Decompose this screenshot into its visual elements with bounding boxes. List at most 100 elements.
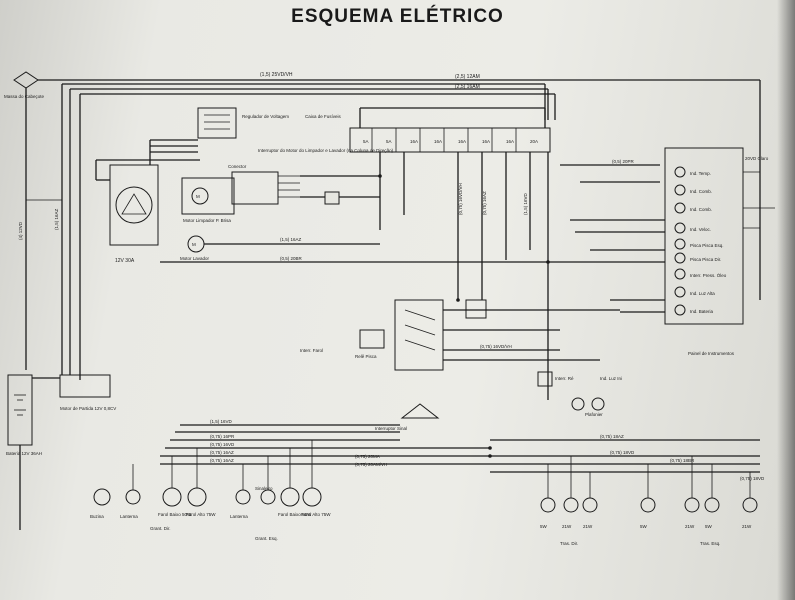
farol-alto-label-r: Farol Alto 75W: [186, 512, 216, 517]
reverse-switch: [537, 371, 553, 387]
fuse-7: 16A: [506, 139, 514, 144]
high-beam-r: [187, 487, 207, 507]
front-marker-l: [235, 489, 251, 505]
interr-farol-label: Interr. Farol: [300, 348, 323, 353]
wire-label-v1: (0,75) 16VD/VH: [458, 183, 463, 215]
rele-pisca-label: Relê Pisca: [355, 354, 377, 359]
rating-1: 5W: [540, 524, 548, 529]
wiper-switch-label: Interruptor do Motor do Limpador e Lavad…: [258, 148, 394, 153]
wire-label-central: (0,75) 16VD/VH: [480, 344, 512, 349]
diagram-title: ESQUEMA ELÉTRICO: [291, 6, 504, 27]
wire-label-b: (2,5) 12AM: [455, 74, 480, 80]
rating-4: 5W: [640, 524, 648, 529]
interruptor-sinal-label: Interruptor Sinal: [375, 426, 407, 431]
starter-motor: [59, 374, 111, 398]
regulator-box: [197, 107, 237, 139]
panel-feed-wires: [560, 164, 665, 313]
wire-label-b8: (0,75) 18AZ: [600, 434, 624, 439]
lanterna-label-r: Lanterna: [120, 514, 138, 519]
wire-label-v3: (1,5) 16VD: [523, 192, 528, 215]
rear-lamp-3: [582, 497, 598, 513]
wire-label-left2: (1,5) 16AZ: [54, 208, 59, 230]
low-beam-l: [280, 487, 300, 507]
panel-label: Painel de Instrumentos: [688, 351, 735, 356]
washer-motor-label: Motor Lavador: [180, 256, 210, 261]
fuse-drop-wires: [379, 152, 549, 400]
left-vertical-wires: [25, 84, 81, 380]
wire-label-20pr: (0,5) 20PR: [612, 159, 635, 164]
farol-alto-label-l: Farol Alto 75W: [301, 512, 331, 517]
interr-re-label: Interr. Ré: [555, 376, 574, 381]
rating-6: 5W: [705, 524, 713, 529]
svg-text:M: M: [192, 242, 196, 247]
wire-label-v2: (0,75) 16AZ: [482, 191, 487, 215]
panel-item-5: Pisca Pisca Esq.: [690, 243, 724, 248]
panel-item-4: Ind. Veloc.: [690, 227, 711, 232]
rating-7: 21W: [742, 524, 752, 529]
rear-lamp-4: [684, 497, 700, 513]
fuse-6: 16A: [482, 139, 490, 144]
panel-item-6: Pisca Pisca Dir.: [690, 257, 721, 262]
grupo-esq-label: Grant. Esq.: [255, 536, 278, 541]
rating-3: 21W: [583, 524, 593, 529]
fuse-5: 16A: [458, 139, 466, 144]
panel-item-1: Ind. Temp.: [690, 171, 711, 176]
panel-item-8: Ind. Luz Alta: [690, 291, 715, 296]
massa-terminal: [13, 71, 39, 89]
signal-switch: [400, 403, 440, 419]
bottom-bus-wires: [160, 424, 760, 473]
ignition-label: 12V 30A: [115, 258, 135, 264]
rear-lamp-5: [704, 497, 720, 513]
ind-luz-label: Ind. Luz Ini: [600, 376, 622, 381]
fuse-row: 5A 5A 16A 16A 16A 16A 16A 20A: [363, 128, 538, 152]
front-marker-r: [125, 489, 141, 505]
high-beam-l: [302, 487, 322, 507]
cor-label: 20VD Claro: [745, 156, 769, 161]
front-signal-l: [260, 489, 276, 505]
wiper-motor-label: Motor Limpador P. Brisa: [183, 218, 231, 223]
plafonier-lamp: [571, 397, 585, 411]
washer-motor: [187, 235, 205, 253]
massa-label: Massa do Cabeçote: [4, 94, 45, 99]
rear-lamp-1: [540, 497, 556, 513]
tras-esq-label: Tras. Esq.: [700, 541, 720, 546]
svg-text:M: M: [196, 194, 200, 199]
rear-lamp-2: [563, 497, 579, 513]
wire-label-b4: (0,75) 16AZ: [210, 450, 234, 455]
wire-label-b2: (0,75) 16PR: [210, 434, 235, 439]
wire-label-b7: (0,75) 20AM/VH: [355, 462, 387, 467]
panel-indicators: Ind. Temp. Ind. Comb. Ind. Comb. Ind. Ve…: [674, 166, 727, 316]
panel-item-3: Ind. Comb.: [690, 207, 712, 212]
panel-item-7: Interr. Press. Óleo: [690, 272, 727, 278]
wire-label-20br: (0,5) 20BR: [280, 256, 303, 261]
wire-label-b9: (0,75) 18VD: [610, 450, 635, 455]
front-lamps: Buzina Lanterna Farol Baixo 50W Farol Al…: [90, 486, 331, 541]
page-edge-shadow: [777, 0, 795, 600]
fuse-15a: [465, 299, 487, 319]
lanterna-label-l: Lanterna: [230, 514, 248, 519]
tras-dir-label: Tras. Dir.: [560, 541, 578, 546]
buzina-label: Buzina: [90, 514, 104, 519]
wire-label-b6: (0,75) 20MA: [355, 454, 380, 459]
sinaleiro-label: Sinaleiro: [255, 486, 273, 491]
starter-label: Motor de Partida 12V 0,8CV: [60, 406, 116, 411]
wire-label-b1: (1,5) 16VD: [210, 419, 233, 424]
flasher-relay: [359, 329, 385, 349]
fuse-8: 20A: [530, 139, 538, 144]
rating-2: 21W: [562, 524, 572, 529]
wire-label-b3: (0,75) 16VD: [210, 442, 235, 447]
wire-label-a: (1,5) 25VD/VH: [260, 72, 293, 78]
top-bus-wires: [38, 79, 761, 300]
wiper-motor-box: [181, 177, 235, 215]
fuse-4: 16A: [434, 139, 442, 144]
reverse-lamp: [742, 497, 758, 513]
wire-label-lav: (1,5) 16AZ: [280, 237, 302, 242]
rating-5: 21W: [685, 524, 695, 529]
panel-item-2: Ind. Comb.: [690, 189, 712, 194]
wire-label-left1: (4) 12VD: [18, 221, 23, 240]
plafonier-label: Plafonier: [585, 412, 603, 417]
regulator-label: Regulador de Voltagem: [242, 114, 289, 119]
wire-label-b11: (0,75) 18VD: [740, 476, 765, 481]
